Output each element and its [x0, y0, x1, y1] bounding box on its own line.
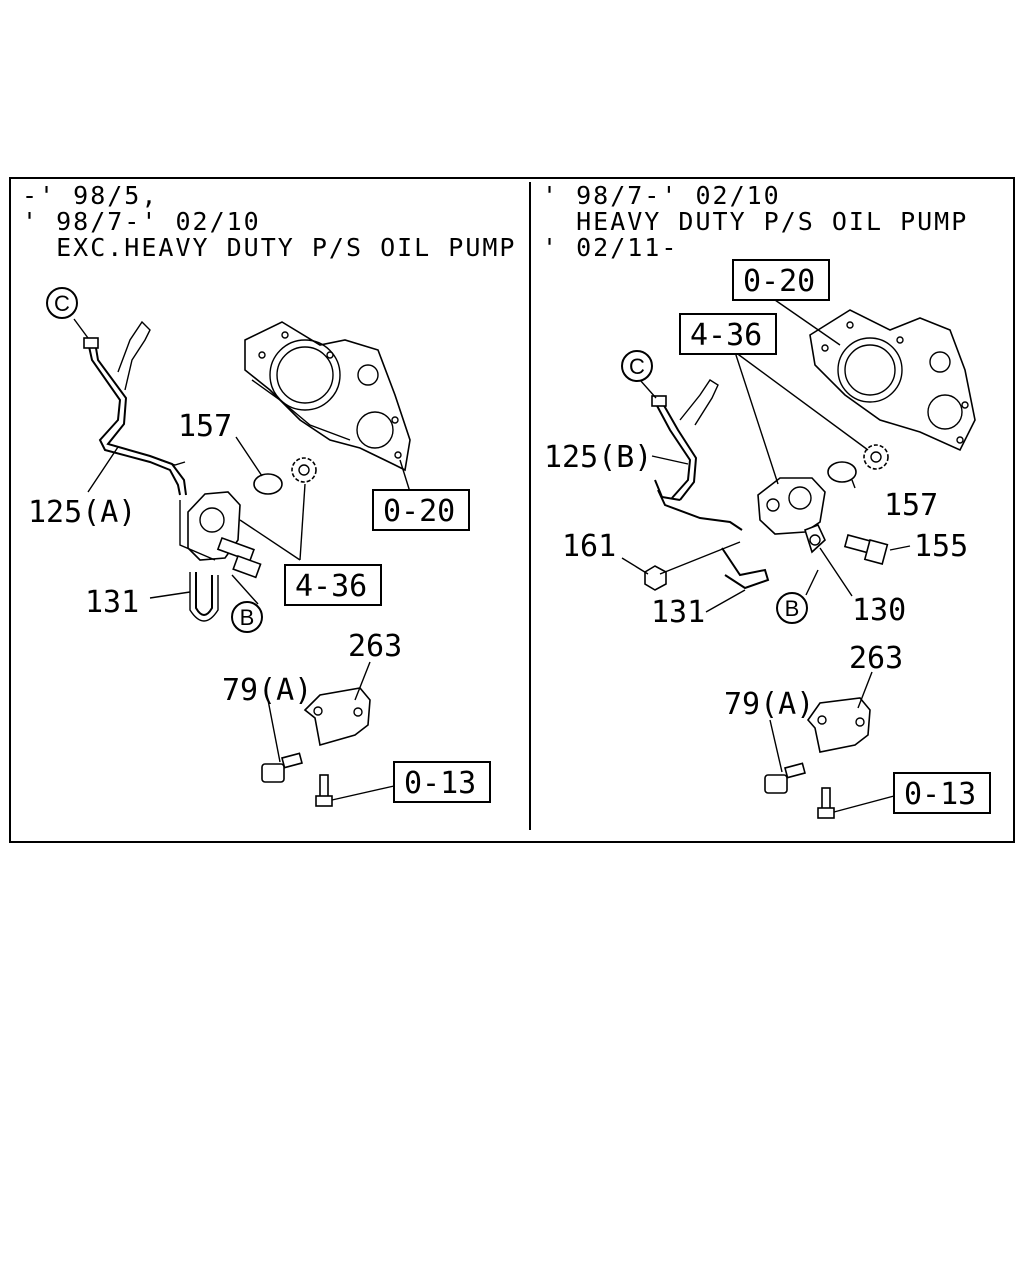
left-bolt-0-13-illustration: [315, 774, 333, 807]
left-header-line-3: EXC.HEAVY DUTY P/S OIL PUMP: [22, 233, 517, 262]
left-bracket-263-illustration: [303, 687, 371, 747]
right-ref-box-0-13[interactable]: [893, 772, 991, 814]
right-bolt-0-13-illustration: [817, 787, 835, 819]
left-part-label-157: 157: [178, 409, 232, 444]
right-nut-161-illustration: [644, 565, 667, 591]
right-marker-c-label: C: [629, 354, 645, 379]
right-ref-label-0-20: 0-20: [743, 264, 815, 299]
left-gear-case-illustration: [244, 321, 411, 472]
right-bolt-79a-illustration: [764, 762, 806, 794]
right-gear-case-illustration: [809, 309, 976, 452]
right-ref-box-0-20[interactable]: [732, 259, 830, 301]
right-oil-pump-illustration: [757, 477, 826, 535]
right-ref-label-4-36: 4-36: [690, 318, 762, 353]
right-clamp-130-illustration: [804, 523, 826, 554]
right-marker-b: [776, 592, 808, 624]
left-ref-label-0-13: 0-13: [404, 766, 476, 801]
left-header-line-1: -' 98/5,: [22, 181, 158, 210]
right-part-label-263: 263: [849, 641, 903, 676]
left-leader-lines: [73, 318, 411, 801]
left-hose-131-illustration: [195, 572, 213, 616]
left-marker-c-label: C: [54, 291, 70, 316]
right-part-label-79a: 79(A): [724, 687, 814, 722]
left-ref-box-4-36[interactable]: [284, 564, 382, 606]
right-part-label-130: 130: [852, 593, 906, 628]
right-part-label-155: 155: [914, 529, 968, 564]
right-marker-b-label: B: [785, 596, 800, 621]
left-part-label-79a: 79(A): [222, 673, 312, 708]
right-ref-label-0-13: 0-13: [904, 777, 976, 812]
right-sprocket-illustration: [863, 444, 889, 470]
left-oil-pump-illustration: [187, 491, 262, 579]
right-part-label-161: 161: [562, 529, 616, 564]
right-header-line-1: ' 98/7-' 02/10: [542, 181, 781, 210]
right-part-label-131: 131: [651, 595, 705, 630]
left-marker-c: [46, 287, 78, 319]
left-part-label-131: 131: [85, 585, 139, 620]
right-header-line-2: HEAVY DUTY P/S OIL PUMP: [542, 207, 968, 236]
left-gasket-157-illustration: [253, 473, 283, 495]
right-panel: ' 98/7-' 02/10 HEAVY DUTY P/S OIL PUMP '…: [542, 181, 991, 819]
left-header-line-2: ' 98/7-' 02/10: [22, 207, 261, 236]
right-hose-131-illustration: [721, 547, 770, 590]
right-pipe-125b-illustration: [651, 379, 743, 531]
right-part-label-157: 157: [884, 488, 938, 523]
left-ref-label-0-20: 0-20: [383, 494, 455, 529]
left-panel: -' 98/5, ' 98/7-' 02/10 EXC.HEAVY DUTY P…: [22, 181, 517, 807]
left-marker-b: [231, 601, 263, 633]
right-gasket-157-illustration: [827, 461, 857, 483]
left-part-label-263: 263: [348, 629, 402, 664]
right-bracket-263-illustration: [806, 697, 871, 753]
diagram-frame: [9, 177, 1015, 843]
right-ref-box-4-36[interactable]: [679, 313, 777, 355]
left-pipe-125a-illustration: [83, 320, 187, 496]
left-ref-box-0-20[interactable]: [372, 489, 470, 531]
right-leader-lines: [621, 299, 911, 813]
right-marker-c: [621, 350, 653, 382]
left-part-label-125a: 125(A): [28, 495, 136, 530]
right-bolt-155-illustration: [843, 534, 889, 565]
left-marker-b-label: B: [240, 605, 255, 630]
left-bolt-79a-illustration: [261, 752, 303, 783]
left-sprocket-illustration: [291, 457, 317, 483]
left-ref-label-4-36: 4-36: [295, 569, 367, 604]
right-header-line-3: ' 02/11-: [542, 233, 678, 262]
right-part-label-125b: 125(B): [544, 440, 652, 475]
left-ref-box-0-13[interactable]: [393, 761, 491, 803]
